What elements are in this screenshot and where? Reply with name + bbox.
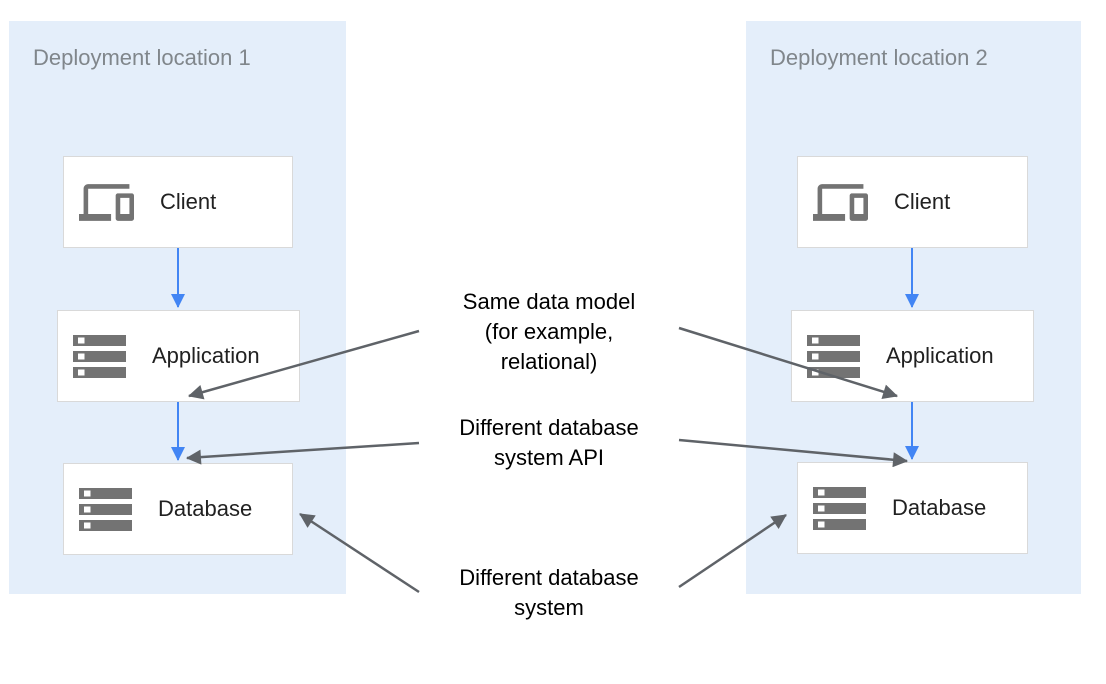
deployment-location-2-title: Deployment location 2 — [770, 45, 988, 70]
node-database-location-1: Database — [63, 463, 293, 555]
node-application-location-1: Application — [57, 310, 300, 402]
node-application-location-2: Application — [791, 310, 1034, 402]
node-label: Database — [892, 495, 987, 520]
node-client-location-1: Client — [63, 156, 293, 248]
annotation-same-data-model: Same data model (for example, relational… — [462, 289, 636, 374]
devices-icon — [813, 175, 868, 230]
storage-icon — [813, 486, 866, 530]
node-database-location-2: Database — [797, 462, 1028, 554]
storage-icon — [807, 334, 860, 378]
storage-icon — [73, 334, 126, 378]
node-client-location-2: Client — [797, 156, 1028, 248]
devices-icon — [79, 175, 134, 230]
node-label: Database — [158, 496, 253, 521]
annotation-different-database-system-api: Different database system API — [459, 415, 639, 470]
deployment-location-1-title: Deployment location 1 — [33, 45, 251, 70]
node-label: Application — [152, 343, 260, 368]
node-label: Application — [886, 343, 994, 368]
annotation-different-database-system: Different database system — [459, 565, 639, 620]
node-label: Client — [160, 189, 217, 214]
node-label: Client — [894, 189, 951, 214]
storage-icon — [79, 487, 132, 531]
